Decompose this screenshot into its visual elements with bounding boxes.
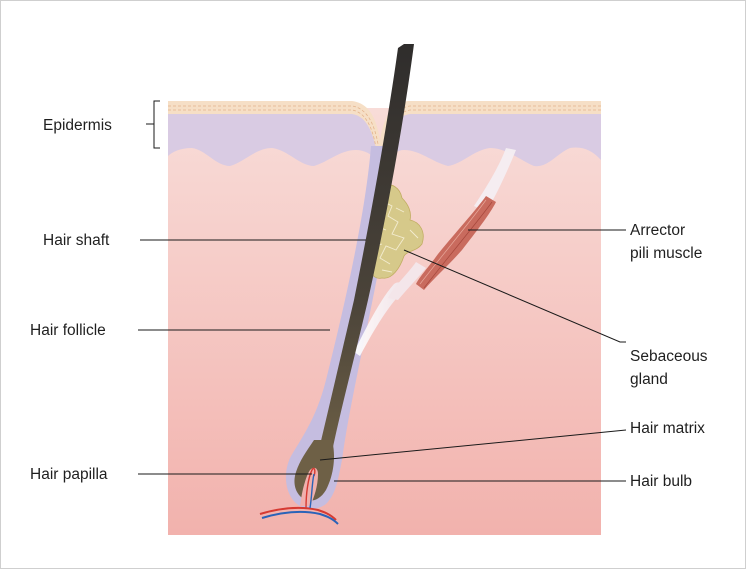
- label-hair-shaft: Hair shaft: [43, 232, 110, 249]
- epidermis-bracket: [146, 101, 160, 148]
- label-arrector-line2: pili muscle: [630, 245, 702, 262]
- label-hair-bulb: Hair bulb: [630, 473, 692, 490]
- label-arrector-line1: Arrector: [630, 222, 685, 239]
- label-epidermis: Epidermis: [43, 117, 112, 134]
- label-hair-papilla: Hair papilla: [30, 466, 108, 483]
- label-sebaceous-line2: gland: [630, 371, 668, 388]
- label-hair-matrix: Hair matrix: [630, 420, 705, 437]
- label-hair-follicle: Hair follicle: [30, 322, 106, 339]
- label-sebaceous-line1: Sebaceous: [630, 348, 708, 365]
